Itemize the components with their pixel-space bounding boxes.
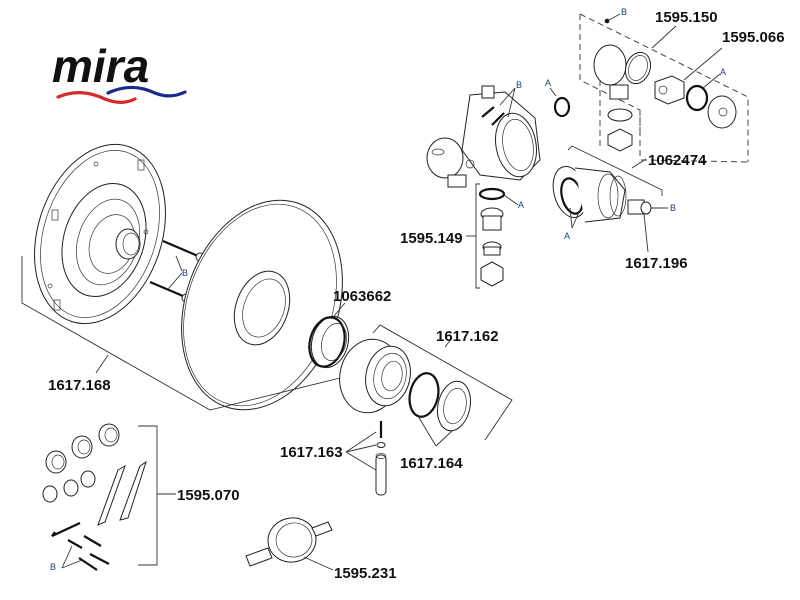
logo-wave-red <box>56 91 137 104</box>
inlet-kit-1595-149: A <box>466 183 524 289</box>
mira-logo: mira <box>52 40 187 104</box>
leaders-1617-164 <box>417 415 454 447</box>
ref-letter-a: A <box>545 78 551 88</box>
shroud-1063662 <box>308 302 350 369</box>
label-1595-066: 1595.066 <box>722 29 785 46</box>
faceplate <box>181 199 343 411</box>
ref-letter-b: B <box>50 562 56 572</box>
flow-insert-1595-066: A <box>654 47 737 129</box>
label-1617-164: 1617.164 <box>400 455 463 472</box>
label-1595-070: 1595.070 <box>177 487 240 504</box>
o-ring-a-top: A <box>545 78 571 118</box>
ref-letter-b: B <box>516 80 522 90</box>
ref-letter-a: A <box>564 231 570 241</box>
cartridge-1062474: B A <box>552 145 676 253</box>
ref-letter-b: B <box>670 203 676 213</box>
outlet-elbow-group: B <box>579 7 749 163</box>
ref-letter-a: A <box>518 200 524 210</box>
bracket-1617-168 <box>21 256 341 411</box>
part-labels: 1595.150 1595.066 1062474 1595.149 1617.… <box>48 9 785 582</box>
ref-letter-a: A <box>720 67 726 77</box>
fixing-pack-1595-070: B <box>42 423 176 572</box>
ref-letter-b: B <box>621 7 627 17</box>
ref-dot <box>604 18 610 24</box>
label-1595-149: 1595.149 <box>400 230 463 247</box>
label-1595-150: 1595.150 <box>655 9 718 26</box>
label-1595-231: 1595.231 <box>334 565 397 582</box>
label-1062474: 1062474 <box>648 152 707 169</box>
label-1617-163: 1617.163 <box>280 444 343 461</box>
knob-1617-162 <box>339 324 513 441</box>
label-1063662: 1063662 <box>333 288 391 305</box>
backplate <box>34 143 166 325</box>
valve-body: B <box>426 80 541 188</box>
pin-set-1617-163 <box>345 421 387 496</box>
logo-wave-blue <box>106 85 187 98</box>
logo-wordmark: mira <box>52 40 149 92</box>
label-1617-196: 1617.196 <box>625 255 688 272</box>
mounting-bracket-1595-231 <box>245 517 334 571</box>
label-1617-168: 1617.168 <box>48 377 111 394</box>
ref-letter-b: B <box>182 268 188 278</box>
label-1617-162: 1617.162 <box>436 328 499 345</box>
